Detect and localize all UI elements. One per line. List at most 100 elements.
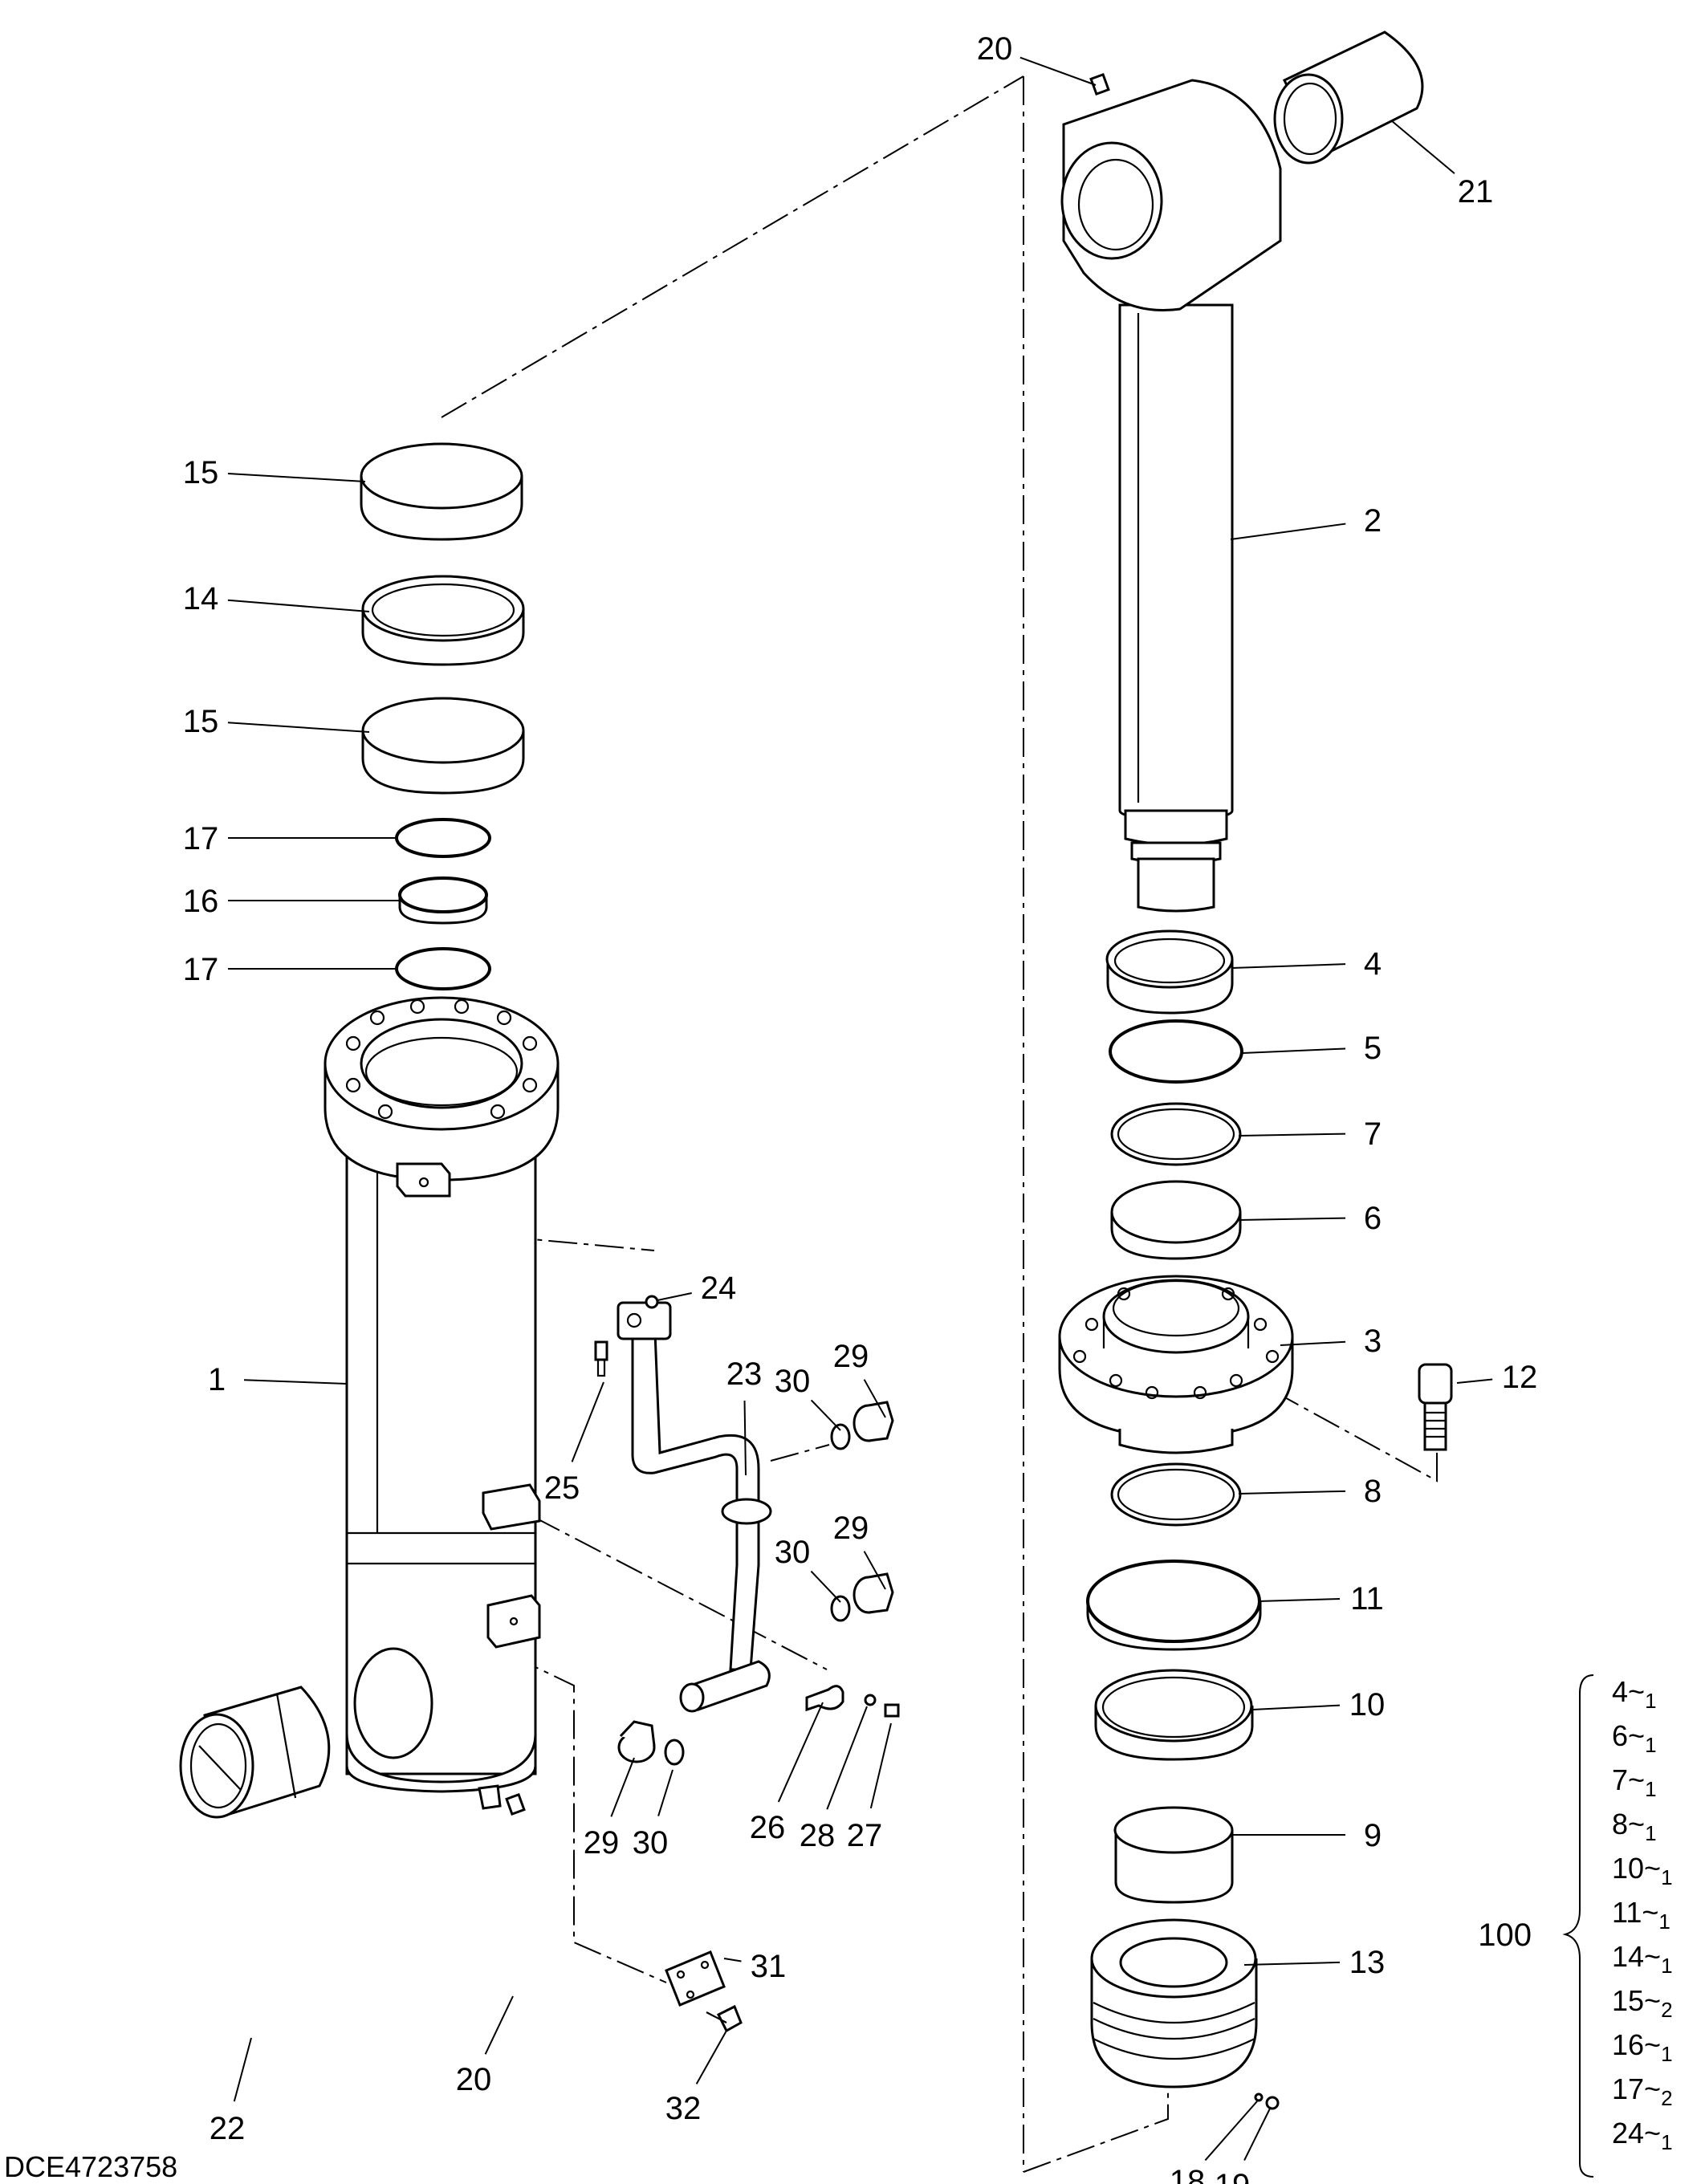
oring-30-middle [830,1595,851,1622]
callout-label-3: 3 [1364,1324,1382,1359]
alignment-lines [410,75,1438,2173]
callout-label-2: 2 [1364,503,1382,539]
bolt-12 [1418,1363,1453,1451]
callout-leader-22 [233,2037,252,2102]
kit-item-qty: 2 [1661,1998,1672,2022]
cylinder-tube [324,996,560,1810]
kit-item: 16~1 [1612,2028,1673,2066]
bolt-27 [884,1703,900,1718]
callout-label-14: 14 [183,581,219,616]
plug-29-lower [617,1720,656,1763]
kit-item-separator: ~ [1644,2117,1661,2149]
clamp-26 [805,1685,844,1712]
callout-leader-24 [657,1292,692,1301]
seal-14 [361,575,525,666]
kit-number: 100 [1478,1918,1532,1953]
callout-leader-30 [657,1769,673,1816]
callout-label-19: 19 [1215,2168,1251,2184]
kit-item-part: 10 [1612,1852,1644,1885]
rod-gland-3 [1058,1275,1294,1454]
kit-item-qty: 1 [1645,1733,1656,1757]
washer-28 [864,1694,877,1706]
pipe-23 [617,1301,772,1713]
kit-item-qty: 1 [1645,1777,1656,1801]
callout-label-30: 30 [775,1364,811,1399]
callout-leader-23 [743,1400,747,1476]
callout-label-1: 1 [208,1362,226,1397]
callout-leader-14 [227,599,370,612]
callout-leader-32 [695,2030,727,2084]
callout-leader-5 [1242,1047,1346,1054]
kit-item: 11~1 [1612,1896,1670,1934]
kit-item-qty: 1 [1661,2042,1672,2066]
callout-labels: 1234567891011121314151516171718192020212… [183,31,1538,2184]
kit-item-qty: 2 [1661,2086,1672,2110]
kit-item-separator: ~ [1644,2072,1661,2105]
callout-label-31: 31 [751,1949,787,1984]
callout-label-17: 17 [183,952,219,987]
drawing-code: DCE4723758 [4,2150,177,2183]
callout-leader-26 [777,1702,824,1803]
callout-label-5: 5 [1364,1031,1382,1066]
kit-item-qty: 1 [1661,2130,1672,2154]
kit-item-separator: ~ [1644,2028,1661,2061]
callout-leader-7 [1238,1133,1346,1137]
callout-leader-31 [723,1958,742,1962]
callout-leader-11 [1257,1597,1341,1602]
ring-11 [1086,1560,1262,1651]
callout-leader-28 [826,1706,868,1810]
wear-ring-15-top [360,442,523,541]
callout-label-23: 23 [726,1356,763,1392]
oring-30-lower [664,1739,685,1766]
seal-4 [1105,929,1234,1015]
callout-label-32: 32 [665,2091,702,2126]
callout-leader-2 [1230,523,1346,540]
callout-label-4: 4 [1364,946,1382,982]
kit-item: 14~1 [1612,1940,1673,1978]
callout-leader-1 [243,1379,348,1385]
callout-leader-21 [1390,120,1455,174]
kit-item-separator: ~ [1628,1675,1645,1708]
kit-item-part: 17 [1612,2072,1644,2105]
callout-leader-18 [1204,2101,1258,2162]
callout-leader-6 [1238,1217,1346,1221]
oring-5 [1109,1019,1243,1084]
wear-ring-15-lower [361,697,525,795]
callout-label-10: 10 [1349,1687,1386,1722]
ring-7 [1110,1102,1242,1166]
grease-fitting-20-upper [1089,72,1110,96]
callout-leader-25 [571,1381,604,1462]
callout-label-6: 6 [1364,1201,1382,1236]
callout-leader-8 [1238,1490,1346,1495]
plate-31 [665,1950,726,2007]
kit-item-part: 15 [1612,1984,1644,2017]
kit-item-part: 16 [1612,2028,1644,2061]
callout-label-7: 7 [1364,1116,1382,1152]
ball-18 [1254,2092,1264,2102]
ring-16 [398,876,488,925]
grease-fitting-20-lower [505,1792,526,1816]
kit-item-part: 14 [1612,1940,1644,1973]
kit-item-separator: ~ [1644,1940,1661,1973]
callout-leader-10 [1251,1704,1341,1710]
ring-8 [1110,1462,1242,1527]
kit-item-part: 11 [1612,1896,1642,1929]
callout-label-18: 18 [1170,2164,1206,2184]
kit-item-separator: ~ [1644,1984,1661,2017]
kit-item: 6~1 [1612,1719,1657,1757]
callout-label-17: 17 [183,821,219,856]
oring-24 [645,1295,659,1309]
callout-leader-19 [1243,2106,1272,2161]
kit-item: 24~1 [1612,2117,1673,2154]
plug-29-upper [853,1401,894,1442]
kit-item-part: 7 [1612,1763,1628,1796]
kit-item-qty: 1 [1661,1865,1672,1889]
kit-item-qty: 1 [1645,1689,1656,1713]
callout-leader-20 [1019,56,1097,86]
piston-rod [1060,79,1282,913]
kit-item-qty: 1 [1661,1954,1672,1978]
kit-item-part: 8 [1612,1808,1628,1840]
kit-items: 4~16~17~18~110~111~114~115~216~117~224~1 [1612,1675,1673,2154]
callout-label-30: 30 [775,1535,811,1570]
